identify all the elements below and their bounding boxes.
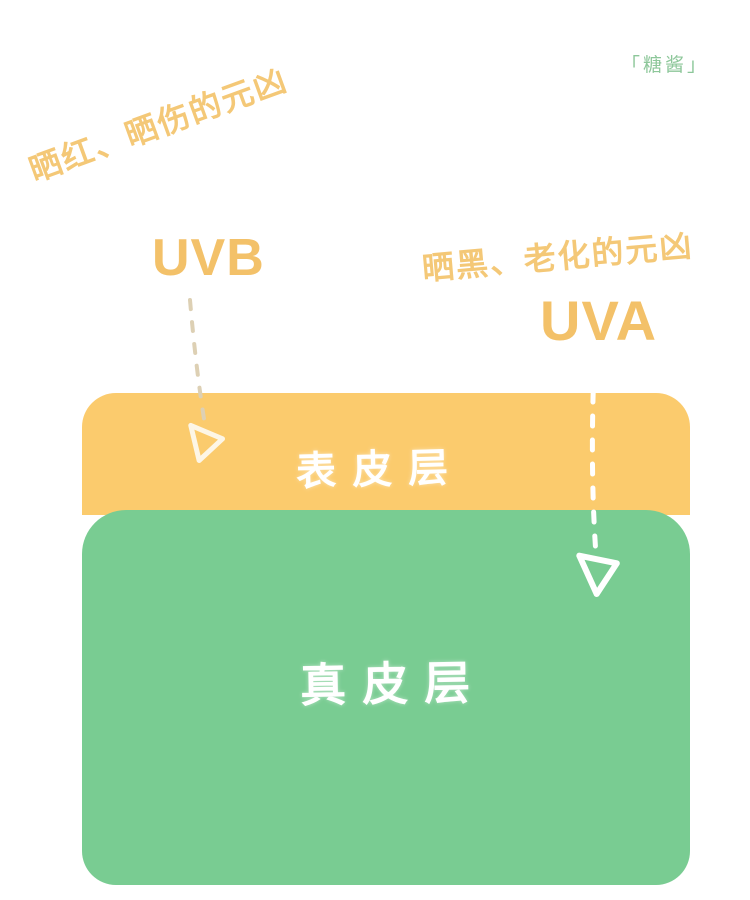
dermis-layer-label: 真皮层 xyxy=(299,655,487,713)
uva-label: UVA xyxy=(540,289,658,352)
watermark-label: 「糖酱」 xyxy=(620,54,709,76)
epidermis-layer-label: 表皮层 xyxy=(295,444,465,496)
uvb-chinese-caption: 晒红、晒伤的元凶 xyxy=(24,60,293,190)
epidermis-layer-block xyxy=(82,393,690,515)
uvb-label: UVB xyxy=(152,229,265,287)
uva-chinese-caption: 晒黑、老化的元凶 xyxy=(420,226,695,288)
